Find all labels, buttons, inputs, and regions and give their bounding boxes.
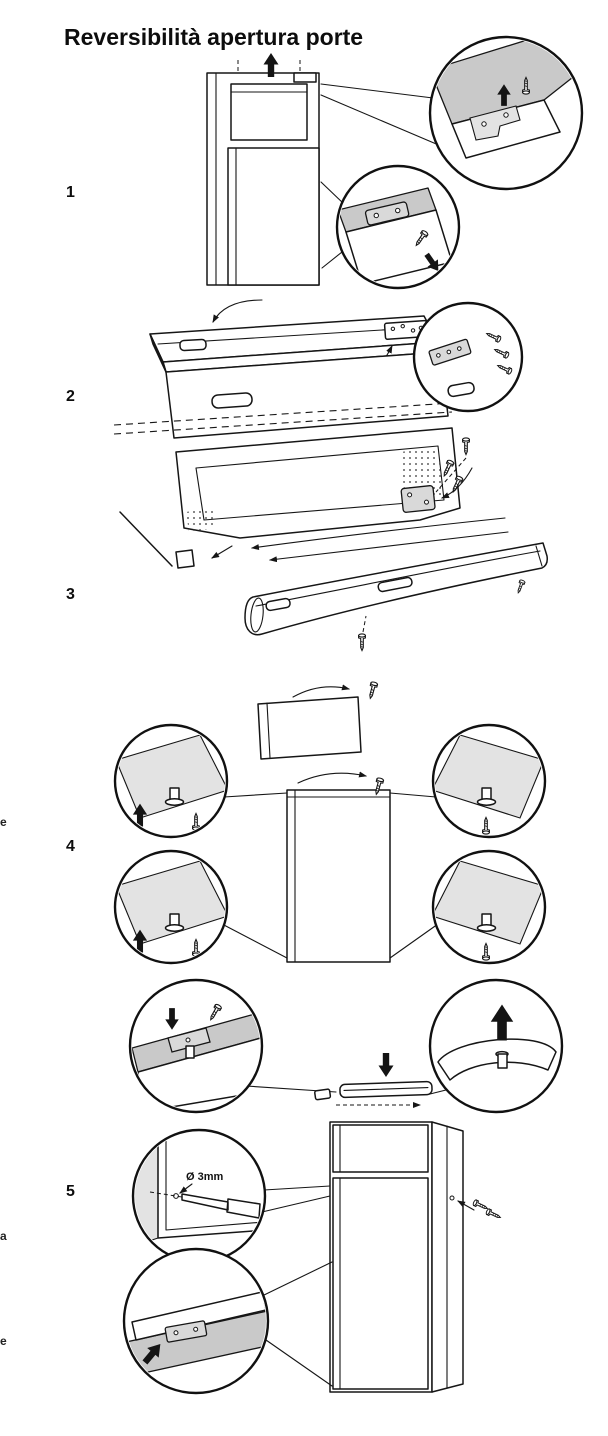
swap-arrow [297,771,367,784]
margin-fragment: a [0,1229,7,1243]
step-1-label: 1 [66,184,75,201]
screw-icon [484,1207,503,1221]
foot [175,549,195,569]
callout-top-hinge-detail [432,39,580,159]
screw-in-arrow [457,1200,475,1211]
screw-icon [462,437,470,456]
margin-fragment: e [0,1334,7,1348]
screw-icon [358,633,366,652]
callout-hinge-cover [428,978,564,1114]
step1-illustration [206,35,584,290]
vent-dots [186,508,217,532]
callout-top-pin-detail [132,1003,260,1110]
step3-illustration [119,511,548,652]
hinge-cap [447,381,475,398]
slide-arrow [251,517,506,551]
fridge-front-view [206,60,320,286]
fridge-laid-down [149,299,449,439]
top-hinge-cover [293,72,317,83]
freezer-door [257,696,362,760]
drill-handle [226,1198,261,1219]
side-hole [449,1195,455,1201]
callout-middle-hinge-detail [339,187,453,285]
arrow-to-corner [212,299,263,323]
callout-drill-detail: Ø 3mm [135,1133,263,1247]
callout-hinge-cover-detail [437,1004,557,1081]
callout-pin-left-bottom-detail [117,860,225,957]
small-cap [314,1088,332,1101]
step2-illustration [113,299,524,539]
drill-diameter-label: Ø 3mm [186,1171,224,1183]
hinge-cover-bar [339,1080,433,1099]
slide-arrow [269,531,509,563]
step-4-label: 4 [66,838,75,855]
screw-icon [515,579,526,595]
callout-pin-right-top-detail [435,734,543,835]
swap-arrow [292,684,350,698]
screw-icon [471,1198,490,1212]
page-title: Reversibilità apertura porte [64,24,364,50]
top-hinge-plate [383,319,429,340]
fridge-bottom-section [175,427,473,539]
door-handle-recess [211,392,253,409]
down-arrow-icon [378,1053,394,1077]
step-2-label: 2 [66,388,75,405]
break-line [113,402,453,426]
main-door [286,789,391,963]
callout-hinge-parts [412,301,524,413]
drill-bit [181,1193,229,1211]
callout-hinge-parts-detail [428,330,514,398]
fridge-perspective [329,1121,464,1393]
step4-illustration [113,680,547,965]
screw-icon [366,680,379,700]
step5-illustration: Ø 3mm [122,978,564,1395]
margin-fragment: e [0,815,7,829]
callout-pin-right-bottom-detail [435,860,543,961]
remove-arrow [211,545,233,559]
break-line [113,411,453,435]
step-5-label: 5 [66,1183,75,1200]
arrow-to-bracket [441,467,473,499]
step-3-label: 3 [66,586,75,603]
callout-pin-left-top-detail [117,734,225,831]
plinth-strip [244,542,548,636]
bottom-bracket [400,485,436,513]
